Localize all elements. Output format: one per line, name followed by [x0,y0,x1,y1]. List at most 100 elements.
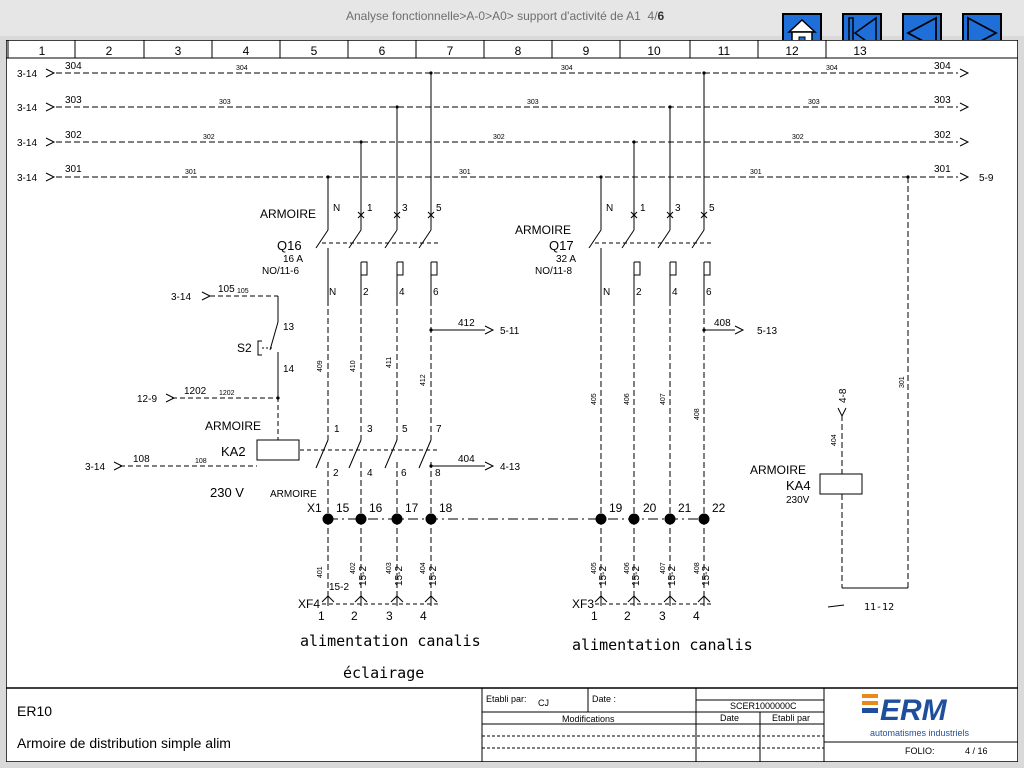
svg-text:7: 7 [436,424,442,435]
column-number-7: 7 [447,44,454,58]
terminal-16 [355,513,367,525]
svg-text:3: 3 [367,424,373,435]
svg-text:1: 1 [591,609,598,623]
svg-text:ERM: ERM [880,694,948,727]
bus-302-ref-left: 3-14 [17,138,37,149]
svg-text:2: 2 [363,287,369,298]
svg-text:105: 105 [218,284,235,295]
svg-text:405: 405 [591,393,598,405]
bus-301-ref-left: 3-14 [17,173,37,184]
column-number-1: 1 [39,44,46,58]
svg-text:15: 15 [336,501,350,515]
ka4-cabinet: ARMOIRE [750,463,806,477]
svg-text:2: 2 [333,468,339,479]
q17-contact: NO/11-8 [535,266,572,277]
svg-text:3-14: 3-14 [171,292,191,303]
svg-text:2: 2 [636,287,642,298]
sheet-frame [5,39,1019,763]
svg-text:404: 404 [420,562,427,574]
svg-text:304: 304 [826,65,838,72]
svg-text:Modifications: Modifications [562,714,615,724]
svg-text:6: 6 [706,287,712,298]
svg-text:11-12: 11-12 [864,602,894,613]
x1-cabinet: ARMOIRE [270,489,317,500]
svg-text:Etabli par: Etabli par [772,713,810,723]
xf3-name: XF3 [572,597,594,611]
svg-text:304: 304 [561,65,573,72]
bus-303-ref-left: 3-14 [17,103,37,114]
svg-text:20: 20 [643,501,657,515]
svg-text:303: 303 [527,99,539,106]
svg-text:407: 407 [660,393,667,405]
column-number-9: 9 [583,44,590,58]
svg-text:406: 406 [624,562,631,574]
ka2-cabinet: ARMOIRE [205,419,261,433]
svg-text:1: 1 [334,424,340,435]
svg-text:5: 5 [709,203,715,214]
column-number-11: 11 [718,44,731,58]
svg-text:Etabli par:: Etabli par: [486,694,527,704]
svg-text:4: 4 [693,609,700,623]
s2-name: S2 [237,341,252,355]
svg-text:409: 409 [317,360,324,372]
caption-left-1: alimentation canalis [300,632,481,650]
svg-text:6: 6 [433,287,439,298]
svg-text:4 / 16: 4 / 16 [965,746,988,756]
x1-terminals [322,513,710,525]
svg-text:1202: 1202 [184,386,207,397]
svg-text:4: 4 [420,609,427,623]
svg-text:3: 3 [402,203,408,214]
svg-text:15-2: 15-2 [428,566,439,586]
column-number-10: 10 [647,44,661,58]
svg-text:1: 1 [367,203,373,214]
q17-rating: 32 A [556,254,576,265]
svg-text:Date: Date [720,713,739,723]
q16-name: Q16 [277,238,302,253]
svg-text:2: 2 [351,609,358,623]
svg-text:3-14: 3-14 [85,462,105,473]
svg-text:15-2: 15-2 [701,566,712,586]
wire-301-vertical: 301 [899,376,906,388]
bus-303-label: 303 [65,95,82,106]
ka4-name: KA4 [786,478,811,493]
svg-text:301: 301 [750,169,762,176]
svg-text:408: 408 [714,318,731,329]
svg-text:303: 303 [219,99,231,106]
q17-cabinet: ARMOIRE [515,223,571,237]
svg-text:13: 13 [283,322,295,333]
svg-text:19: 19 [609,501,623,515]
svg-text:automatismes industriels: automatismes industriels [870,728,970,738]
svg-text:16: 16 [369,501,383,515]
svg-text:402: 402 [350,562,357,574]
svg-text:407: 407 [660,562,667,574]
column-number-12: 12 [785,44,799,58]
terminal-19 [595,513,607,525]
svg-text:412: 412 [458,318,475,329]
svg-text:404: 404 [458,454,475,465]
svg-text:1: 1 [640,203,646,214]
svg-text:15-2: 15-2 [667,566,678,586]
bus-304-label-right: 304 [934,61,951,72]
svg-text:15-2: 15-2 [631,566,642,586]
svg-text:3: 3 [659,609,666,623]
svg-text:304: 304 [236,65,248,72]
svg-text:408: 408 [694,562,701,574]
svg-text:401: 401 [317,566,324,578]
column-number-3: 3 [175,44,182,58]
caption-left-2: éclairage [343,664,424,682]
svg-text:N: N [603,287,610,298]
svg-text:Date :: Date : [592,694,616,704]
svg-text:14: 14 [283,364,295,375]
svg-text:5: 5 [436,203,442,214]
svg-text:N: N [606,203,613,214]
svg-text:410: 410 [350,360,357,372]
svg-text:15-2: 15-2 [329,582,349,593]
ka4-voltage: 230V [786,495,810,506]
svg-text:3: 3 [675,203,681,214]
svg-text:N: N [333,203,340,214]
terminal-22 [698,513,710,525]
xf4-name: XF4 [298,597,320,611]
